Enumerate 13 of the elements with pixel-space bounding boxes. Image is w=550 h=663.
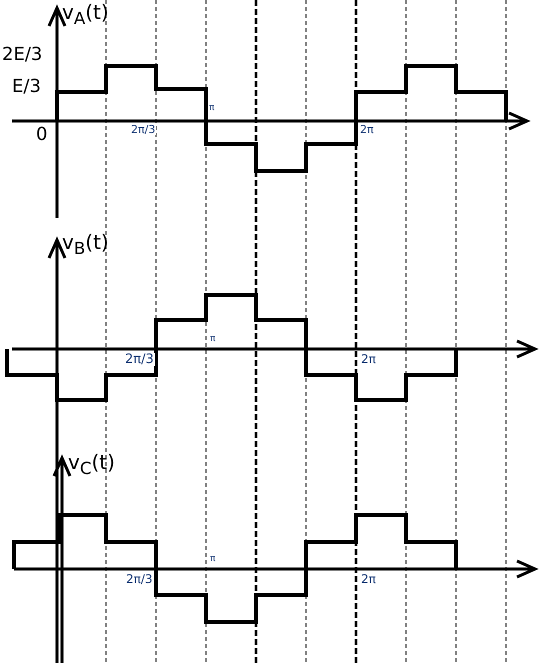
tick-label: 2π/3	[124, 353, 155, 366]
tick-label: π	[209, 555, 216, 564]
tick-label: 2π/3	[125, 573, 154, 585]
axis-label: 0	[36, 126, 48, 144]
tick-label: π	[209, 335, 216, 344]
axis-label: 2E/3	[2, 46, 42, 64]
tick-label: 2π/3	[130, 124, 156, 135]
tick-label: 2π	[359, 124, 375, 135]
tick-label: π	[208, 104, 216, 113]
axis-label: E/3	[12, 78, 41, 96]
tick-label: 2π	[360, 573, 377, 585]
axis-label: v$_{C}$(t)	[68, 452, 115, 478]
tick-label: 2π	[360, 353, 377, 365]
